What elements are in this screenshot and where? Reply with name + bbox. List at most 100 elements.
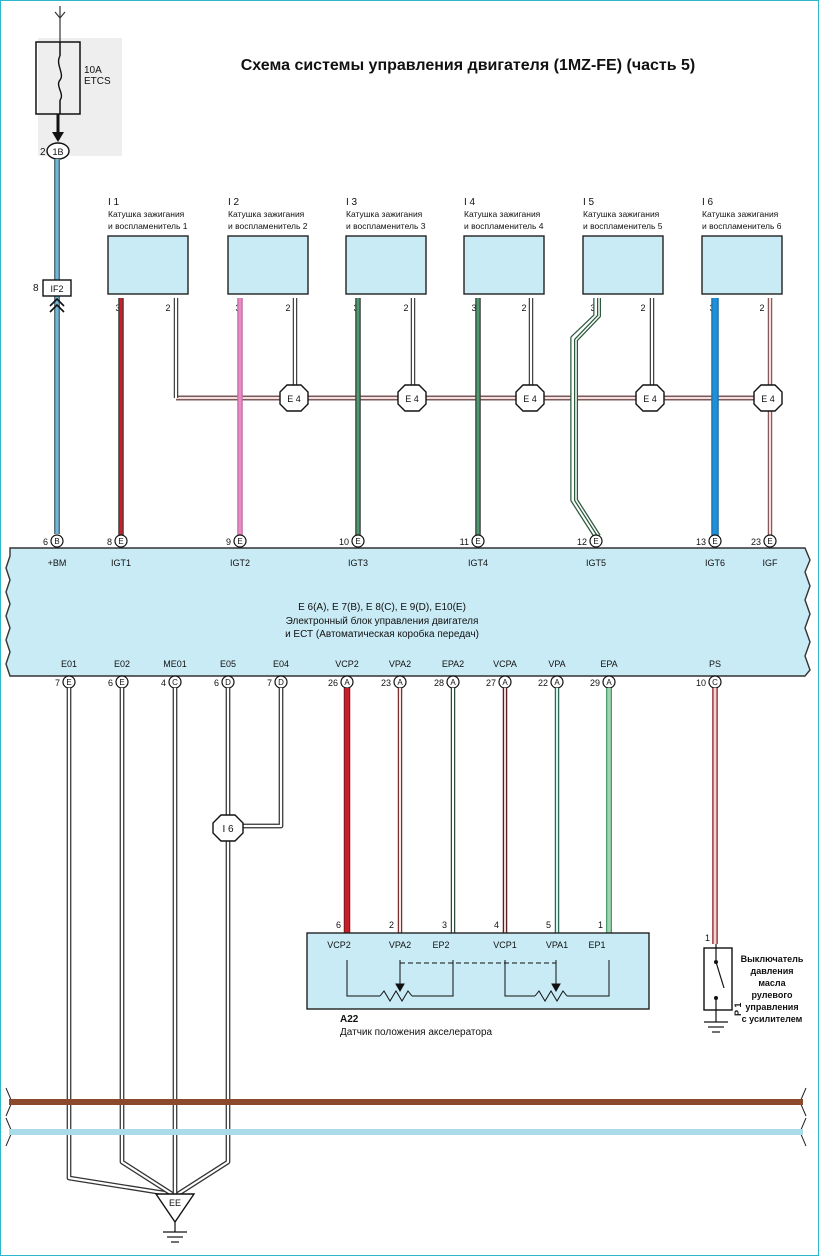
pin-label: IGT3 xyxy=(348,558,368,568)
coil-box xyxy=(701,235,783,295)
pin-number: 7 xyxy=(267,678,272,688)
pin-number: 6 xyxy=(336,920,341,930)
pin-label: IGF xyxy=(763,558,779,568)
splice-code: E 4 xyxy=(287,394,301,404)
fuse-rating: 10A xyxy=(84,65,102,76)
coil-name: Катушка зажигания xyxy=(583,209,660,219)
pin-number: 2 xyxy=(40,147,46,158)
pin-label: PS xyxy=(709,659,721,669)
coil-name: Катушка зажигания xyxy=(108,209,185,219)
pin-number: 3 xyxy=(442,920,447,930)
svg-text:EE: EE xyxy=(169,1198,181,1208)
coil-code: I 3 xyxy=(346,197,358,208)
supply-arrow-icon xyxy=(54,11,66,19)
splice-code: E 4 xyxy=(643,394,657,404)
pin-number: 29 xyxy=(590,678,600,688)
coil-name: Катушка зажигания xyxy=(464,209,541,219)
coil-code: I 5 xyxy=(583,197,595,208)
pin-number: 4 xyxy=(161,678,166,688)
coil-box xyxy=(582,235,664,295)
pin-number: 8 xyxy=(33,283,39,294)
coil-box xyxy=(463,235,545,295)
splice-e4: E 4 xyxy=(279,384,309,412)
wire-i6-ground xyxy=(176,841,231,1196)
pin-number: 3 xyxy=(115,303,120,313)
switch-label-line: с усилителем xyxy=(742,1014,803,1024)
ecu-name: Электронный блок управления двигателя xyxy=(286,615,479,627)
switch-label-line: рулевого xyxy=(752,990,793,1000)
pin-label: VPA1 xyxy=(546,940,568,950)
switch-label: Выключательдавлениямасларулевогоуправлен… xyxy=(741,954,804,1024)
pin-label: +BM xyxy=(48,558,67,568)
pin-label: IGT4 xyxy=(468,558,488,568)
pin-label: EP2 xyxy=(432,940,449,950)
wire-e04 xyxy=(243,688,284,829)
fuse-icon xyxy=(57,55,63,101)
pin-number: 3 xyxy=(590,303,595,313)
pin-number: 12 xyxy=(577,537,587,547)
pin-number: 6 xyxy=(214,678,219,688)
pin-number: 2 xyxy=(165,303,170,313)
wire-igt5 xyxy=(570,298,599,538)
pin-number: 6 xyxy=(43,537,48,547)
coil-code: I 6 xyxy=(702,197,714,208)
oil-pressure-switch: 1 P 1 xyxy=(703,933,743,1022)
coil-box xyxy=(345,235,427,295)
ground-icon xyxy=(704,1021,728,1033)
pin-number: 5 xyxy=(546,920,551,930)
pin-number: 10 xyxy=(339,537,349,547)
page-title: Схема системы управления двигателя (1MZ-… xyxy=(241,57,696,74)
pin-letter: A xyxy=(606,678,612,687)
pin-letter: E xyxy=(355,537,360,546)
pin-letter: A xyxy=(450,678,456,687)
pin-label: E01 xyxy=(61,659,77,669)
pin-number: 26 xyxy=(328,678,338,688)
ecu-pin-igt3: 10 E IGT3 xyxy=(339,534,368,568)
harness-lightblue xyxy=(5,1117,807,1147)
pin-letter: E xyxy=(119,678,124,687)
coil-name: Катушка зажигания xyxy=(702,209,779,219)
pin-number: 2 xyxy=(521,303,526,313)
pin-letter: E xyxy=(593,537,598,546)
pin-label: EPA xyxy=(600,659,617,669)
sensor-code: A22 xyxy=(340,1014,359,1025)
pin-number: 6 xyxy=(108,678,113,688)
svg-text:1: 1 xyxy=(705,933,710,943)
pin-label: IGT5 xyxy=(586,558,606,568)
fuse-name: ETCS xyxy=(84,76,111,87)
splice-e4: E 4 xyxy=(635,384,665,412)
coil-box xyxy=(107,235,189,295)
switch-label-line: управления xyxy=(745,1002,798,1012)
switch-code: P 1 xyxy=(733,1003,743,1016)
pin-number: 2 xyxy=(640,303,645,313)
coil-name: Катушка зажигания xyxy=(346,209,423,219)
pin-number: 3 xyxy=(471,303,476,313)
connector-if2 xyxy=(42,279,72,297)
pin-number: 23 xyxy=(381,678,391,688)
pin-label: VPA2 xyxy=(389,659,411,669)
pin-letter: A xyxy=(344,678,350,687)
pin-letter: E xyxy=(475,537,480,546)
coil-code: I 4 xyxy=(464,197,476,208)
pin-label: VCP2 xyxy=(335,659,359,669)
pin-letter: C xyxy=(172,678,178,687)
pin-label: E05 xyxy=(220,659,236,669)
switch-label-line: Выключатель xyxy=(741,954,804,964)
